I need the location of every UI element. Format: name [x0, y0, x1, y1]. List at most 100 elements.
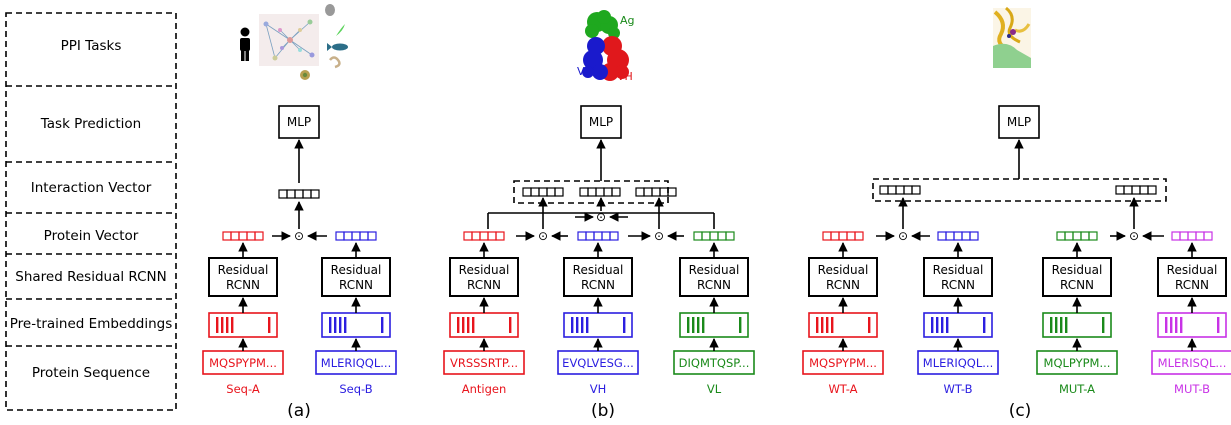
antibody-antigen-structure: Ag VL VH	[577, 10, 635, 83]
panel-c-wt-a-rcnn-label-line1: Residual	[818, 263, 869, 277]
panel-c-product-wt: ⊙	[898, 229, 908, 243]
panel-b-interaction-vector-3	[635, 187, 677, 197]
human-icon	[240, 27, 250, 61]
panel-b-vl-rcnn-label-line2: RCNN	[697, 278, 731, 292]
panel-c-wt-b-rcnn-label-line2: RCNN	[941, 278, 975, 292]
panel-b-mlp	[580, 105, 622, 139]
panel-c-mut-a-protein-vector	[1056, 231, 1098, 241]
panel-c-interaction-group	[872, 178, 1167, 202]
panel-b-antigen-rcnn-label-line1: Residual	[459, 263, 510, 277]
panel-b-vh-protein-vector	[577, 231, 619, 241]
legend-interaction-vector: Interaction Vector	[31, 180, 152, 196]
panel-c-interaction-vector-wt	[879, 185, 921, 195]
panel-b-vl-rcnn-label-line1: Residual	[689, 263, 740, 277]
panel-a-seq-a-text: MQSPYPM...	[209, 356, 277, 370]
structure-label-ag: Ag	[620, 14, 635, 27]
leaf-icon	[336, 24, 345, 36]
panel-c-mut-b-protein-vector	[1171, 231, 1213, 241]
panel-b-antigen-rcnn	[449, 257, 519, 297]
panel-b-vl-rcnn	[679, 257, 749, 297]
panel-b-vl-text: DIQMTQSP...	[679, 356, 750, 370]
panel-a-seq-a-embedding	[208, 312, 278, 338]
panel-b-vh-name: VH	[590, 382, 607, 396]
panel-b-vh-text: EVQLVESG...	[562, 356, 634, 370]
legend-protein-sequence: Protein Sequence	[32, 365, 150, 381]
stage-legend	[5, 12, 177, 411]
panel-a-seq-b-rcnn	[321, 257, 391, 297]
panel-c-mut-a-text: MQLPYPM...	[1044, 356, 1111, 370]
panel-c-mut-b-rcnn-label-line2: RCNN	[1175, 278, 1209, 292]
panel-a-seq-b-name: Seq-B	[339, 382, 372, 396]
panel-b-vh-rcnn-label-line2: RCNN	[581, 278, 615, 292]
panel-c-mut-b-rcnn-label-line1: Residual	[1167, 263, 1218, 277]
panel-c-wt-b-rcnn	[923, 257, 993, 297]
panel-c-wt-a-text: MQSPYPM...	[809, 356, 877, 370]
panel-c-interaction-vector-mut	[1115, 185, 1157, 195]
legend-shared-residual-rcnn: Shared Residual RCNN	[15, 269, 166, 285]
structure-label-vl: VL	[577, 65, 592, 78]
legend-pretrained-embeddings: Pre-trained Embeddings	[10, 316, 173, 332]
panel-a-seq-b-embedding	[321, 312, 391, 338]
worm-icon	[329, 56, 341, 69]
panel-c-mut-a-embedding	[1042, 312, 1112, 338]
panel-a-interaction-vector	[278, 189, 320, 199]
panel-b-product-right: ⊙	[654, 229, 664, 243]
panel-a-seq-a-name: Seq-A	[226, 382, 260, 396]
panel-b-mlp-label: MLP	[589, 115, 613, 129]
panel-c-wt-b-protein-vector	[937, 231, 979, 241]
panel-c-wt-a-name: WT-A	[828, 382, 857, 396]
panel-b-vh-embedding	[563, 312, 633, 338]
panel-a-product: ⊙	[294, 229, 304, 243]
mouse-icon	[325, 4, 335, 16]
panel-c-wt-a-rcnn	[808, 257, 878, 297]
panel-c-wt-a-rcnn-label-line2: RCNN	[826, 278, 860, 292]
panel-c-wt-a-embedding	[808, 312, 878, 338]
panel-b-vl-name: VL	[707, 382, 722, 396]
panel-c-mlp-label: MLP	[1007, 115, 1031, 129]
panel-c-mut-a-rcnn-label-line1: Residual	[1052, 263, 1103, 277]
panel-a-seq-b-protein-vector	[335, 231, 377, 241]
panel-b-antigen-protein-vector	[463, 231, 505, 241]
legend-task-prediction: Task Prediction	[40, 116, 142, 132]
panel-a-caption: (a)	[287, 401, 311, 421]
panel-c-mut-b-name: MUT-B	[1174, 382, 1210, 396]
panel-c-wt-b-text: MLERIQQL...	[923, 356, 993, 370]
panel-b-antigen-embedding	[449, 312, 519, 338]
panel-c-mlp	[998, 105, 1040, 139]
yeast-icon	[300, 70, 310, 80]
panel-a-seq-a-protein-vector	[222, 231, 264, 241]
panel-a-seq-b-rcnn-label-line2: RCNN	[339, 278, 373, 292]
panel-b-interaction-vector-2	[579, 187, 621, 197]
panel-b-vl-embedding	[679, 312, 749, 338]
panel-b-vh-rcnn-label-line1: Residual	[573, 263, 624, 277]
panel-a-mlp	[278, 105, 320, 139]
panel-c-wt-b-rcnn-label-line1: Residual	[933, 263, 984, 277]
panel-b-antigen-rcnn-label-line2: RCNN	[467, 278, 501, 292]
panel-a-seq-a-rcnn-label-line2: RCNN	[226, 278, 260, 292]
legend-ppi-tasks: PPI Tasks	[61, 38, 122, 54]
panel-a-seq-a-rcnn-label-line1: Residual	[218, 263, 269, 277]
panel-c-mut-b-embedding	[1157, 312, 1227, 338]
panel-b-product-center: ⊙	[596, 210, 606, 224]
panel-c-wt-b-embedding	[923, 312, 993, 338]
panel-a-seq-b-text: MLERIQQL...	[321, 356, 391, 370]
panel-b-antigen-name: Antigen	[462, 382, 507, 396]
panel-b-vl-protein-vector	[693, 231, 735, 241]
fish-icon	[327, 43, 348, 51]
panel-b-interaction-group	[513, 180, 669, 204]
panel-b-antigen-text: VRSSSRTP...	[450, 356, 518, 370]
panel-b-interaction-vector-1	[522, 187, 564, 197]
panel-a-seq-a-rcnn	[208, 257, 278, 297]
panel-c-mut-a-rcnn-label-line2: RCNN	[1060, 278, 1094, 292]
panel-c-wt-b-name: WT-B	[944, 382, 973, 396]
panel-b-caption: (b)	[591, 401, 615, 421]
panel-a-seq-b-rcnn-label-line1: Residual	[331, 263, 382, 277]
panel-a-mlp-label: MLP	[287, 115, 311, 129]
panel-c-mut-b-text: MLERISQL...	[1158, 356, 1227, 370]
mutant-complex-structure	[993, 6, 1031, 68]
panel-c-product-mut: ⊙	[1129, 229, 1139, 243]
legend-protein-vector: Protein Vector	[44, 228, 139, 244]
panel-c-mut-b-rcnn	[1157, 257, 1227, 297]
ppi-network-illustration	[240, 4, 348, 80]
